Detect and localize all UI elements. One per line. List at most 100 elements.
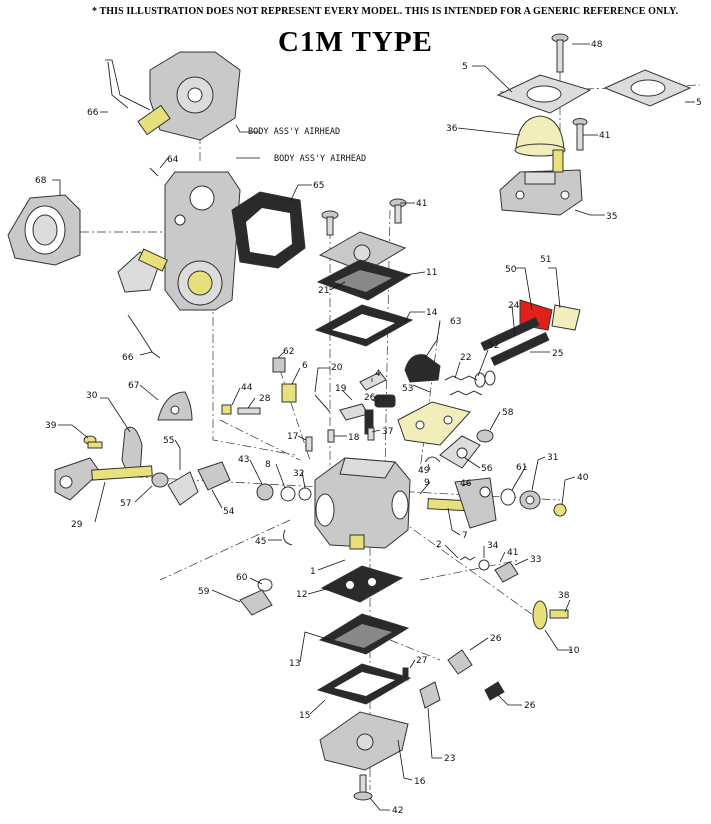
screw-41-top [572,118,588,151]
callout-17: 17 [287,432,298,442]
callout-55: 55 [163,436,174,446]
callout-60: 60 [236,573,248,583]
callout-51: 51 [540,255,551,265]
callout-35: 35 [606,212,617,222]
callout-25: 25 [552,349,563,359]
callout-26-mid: 26 [490,634,502,644]
linkage-body-top [105,51,241,141]
callout-41-low: 41 [507,548,518,558]
disclaimer-text: * THIS ILLUSTRATION DOES NOT REPRESENT E… [92,6,679,17]
callout-67: 67 [128,381,139,391]
callout-34: 34 [487,541,499,551]
callout-65: 65 [313,181,324,191]
filter-screen-23 [402,649,505,709]
callout-37: 37 [382,427,393,437]
callout-27: 27 [416,656,427,666]
gasket-14 [314,304,414,347]
callout-labels: 48 5 5 36 41 35 66 64 65 68 41 11 21 14 … [35,40,702,816]
spring-28 [237,407,261,415]
plate-10 [532,600,569,630]
pulse-parts-56-58 [439,429,494,469]
throttle-lever-29 [54,457,153,501]
callout-42: 42 [392,806,403,816]
gasket-12 [320,565,404,603]
callout-30: 30 [86,391,98,401]
callout-44: 44 [241,383,253,393]
callout-63: 63 [450,317,461,327]
callout-68: 68 [35,176,47,186]
callout-32: 32 [293,469,304,479]
rod-66-lower [127,314,161,359]
callout-57: 57 [120,499,131,509]
primer-bulb-36 [514,115,566,157]
callout-31: 31 [547,453,558,463]
callout-40: 40 [577,473,589,483]
pin-17 [305,436,313,452]
callout-28: 28 [259,394,271,404]
clip-49 [424,456,441,463]
callout-5-left: 5 [462,62,468,72]
callout-48: 48 [591,40,603,50]
callout-49: 49 [418,466,430,476]
callout-38: 38 [558,591,570,601]
callout-26-low: 26 [524,701,536,711]
callout-41-top: 41 [599,131,610,141]
callout-26-top: 26 [364,393,376,403]
callout-46: 46 [460,479,472,489]
callout-29: 29 [71,520,83,530]
callout-33: 33 [530,555,541,565]
callout-39: 39 [45,421,57,431]
screw-42 [353,774,373,801]
leader-lines [52,43,695,811]
screw-39 [83,435,103,449]
diaphragm-13 [318,613,410,655]
callout-53: 53 [402,384,413,394]
callout-45: 45 [255,537,266,547]
pin-37 [367,427,375,441]
gasket-5-left [496,74,592,114]
callout-18: 18 [348,433,360,443]
callout-5-right: 5 [696,98,702,108]
callout-36: 36 [446,124,458,134]
throttle-rings [256,483,312,502]
choke-parts-top [272,357,396,435]
fitting-59-60 [239,578,273,616]
callout-9: 9 [424,478,430,488]
callout-64: 64 [167,155,179,165]
pin-44 [221,404,232,415]
callout-14: 14 [426,308,438,318]
main-bracket-body [117,167,241,311]
pump-cover-53 [397,354,471,446]
callout-19: 19 [335,384,347,394]
callout-15: 15 [299,711,310,721]
callout-52: 52 [488,341,499,351]
callout-11: 11 [426,268,437,278]
callout-59: 59 [198,587,210,597]
callout-8: 8 [265,460,271,470]
annotation-body-assy-1: BODY ASS'Y AIRHEAD [248,127,340,137]
filter-adapter-68 [7,194,81,266]
inlet-parts-33-34 [459,556,519,583]
washer-31-61 [500,488,567,517]
callout-20: 20 [331,363,343,373]
callout-66-lower: 66 [122,353,134,363]
adjust-screws-group [444,299,581,396]
metering-cover-21 [318,198,407,273]
callout-4: 4 [375,369,381,379]
callout-23: 23 [444,754,455,764]
pump-body-35 [499,149,583,216]
callout-22: 22 [460,353,471,363]
callout-2: 2 [436,540,442,550]
callout-43: 43 [238,455,249,465]
callout-56: 56 [481,464,493,474]
throttle-parts-55-57 [151,461,231,506]
callout-61: 61 [516,463,527,473]
annotation-body-assy-2: BODY ASS'Y AIRHEAD [274,154,366,164]
callout-1: 1 [310,567,316,577]
callout-62: 62 [283,347,294,357]
pin-18 [327,429,335,443]
screw-48 [551,33,569,73]
callout-54: 54 [223,507,235,517]
carburetor-body [314,457,411,550]
